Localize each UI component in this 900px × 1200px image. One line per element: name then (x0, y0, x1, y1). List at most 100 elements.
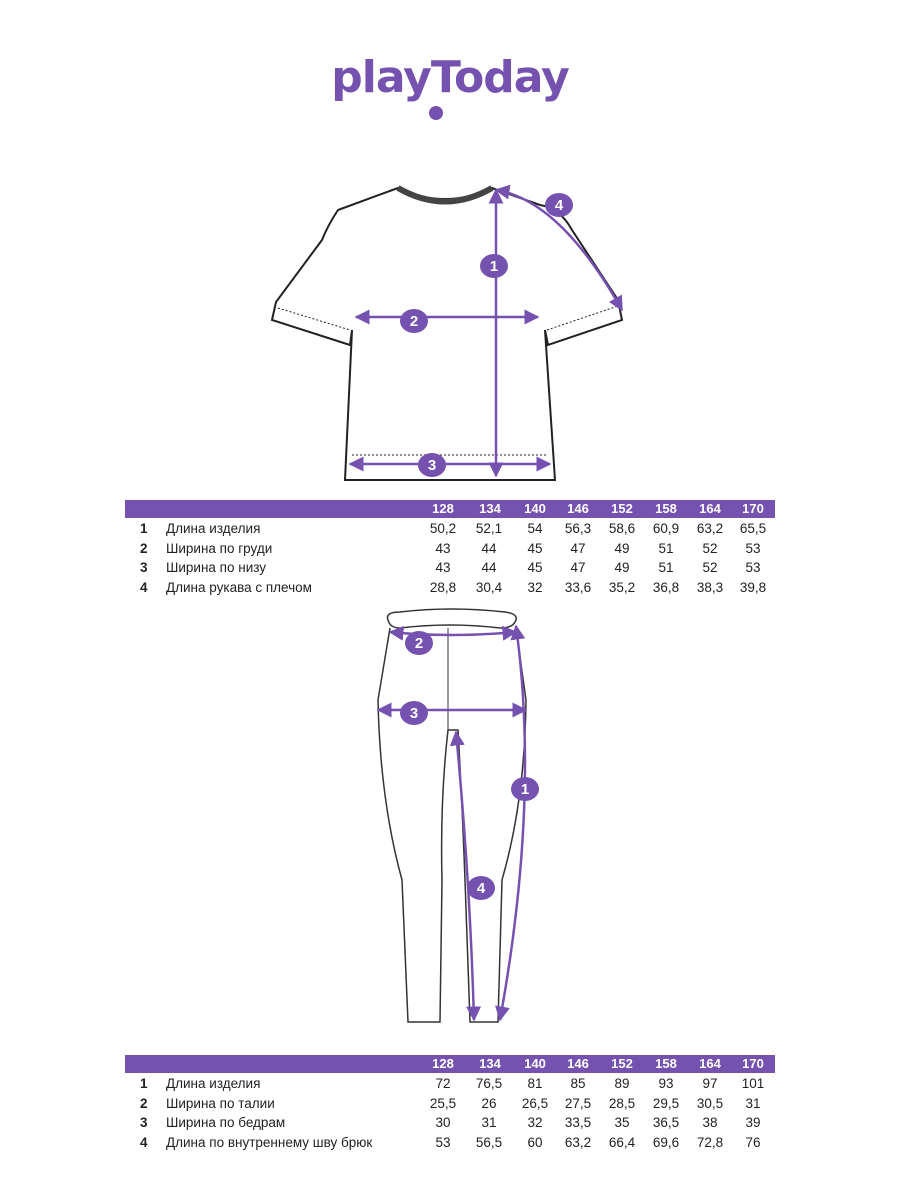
cell-value: 56,3 (564, 521, 592, 536)
tshirt-measure-lines (348, 184, 624, 478)
size-header: 170 (742, 1056, 764, 1071)
svg-text:3: 3 (428, 457, 436, 474)
cell-value: 63,2 (696, 521, 724, 536)
cell-value: 26 (481, 1095, 497, 1111)
cell-value: 69,6 (652, 1134, 680, 1150)
cell-value: 44 (481, 560, 497, 575)
cell-value: 52 (702, 540, 718, 556)
cell-value: 85 (570, 1076, 586, 1091)
cell-value: 81 (527, 1076, 543, 1091)
row-number: 3 (140, 1115, 148, 1130)
pants-marker-2: 2 (405, 631, 433, 655)
shirt-marker-3: 3 (418, 453, 446, 477)
shirt-marker-2: 2 (400, 309, 428, 333)
size-header: 128 (432, 1056, 454, 1071)
pants-marker-3: 3 (400, 701, 428, 725)
cell-value: 39 (745, 1115, 761, 1130)
leggings-drawing (377, 608, 527, 1023)
logo-dot (429, 106, 443, 120)
svg-text:4: 4 (555, 197, 564, 214)
cell-value: 47 (570, 540, 586, 556)
size-header: 164 (699, 501, 721, 516)
cell-value: 33,5 (564, 1115, 592, 1130)
cell-value: 65,5 (739, 521, 767, 536)
cell-value: 49 (614, 540, 630, 556)
cell-value: 56,5 (475, 1134, 503, 1150)
size-header: 134 (479, 501, 501, 516)
row-number: 2 (140, 1095, 148, 1111)
shirt-marker-1: 1 (480, 254, 508, 278)
leggings-measure-lines (376, 624, 528, 1022)
size-header: 146 (567, 501, 589, 516)
cell-value: 36,8 (652, 579, 680, 595)
cell-value: 66,4 (608, 1134, 636, 1150)
size-header: 146 (567, 1056, 589, 1071)
cell-value: 72 (435, 1076, 451, 1091)
pants-marker-1: 1 (511, 777, 539, 801)
cell-value: 30,5 (696, 1095, 724, 1111)
cell-value: 63,2 (564, 1134, 592, 1150)
cell-value: 27,5 (564, 1095, 592, 1111)
size-header: 152 (611, 501, 633, 516)
cell-value: 53 (435, 1134, 451, 1150)
row-number: 4 (140, 579, 148, 595)
cell-value: 45 (527, 560, 543, 575)
cell-value: 49 (614, 560, 630, 575)
row-label: Длина изделия (166, 1076, 261, 1091)
svg-text:2: 2 (410, 313, 418, 330)
cell-value: 72,8 (696, 1134, 724, 1150)
cell-value: 93 (658, 1076, 674, 1091)
cell-value: 60,9 (652, 521, 680, 536)
brand-logo: playToday (331, 52, 570, 103)
cell-value: 25,5 (429, 1095, 457, 1111)
pants-marker-4: 4 (467, 876, 495, 900)
cell-value: 53 (745, 540, 761, 556)
size-header: 140 (524, 501, 546, 516)
cell-value: 32 (527, 579, 543, 595)
cell-value: 43 (435, 560, 451, 575)
row-label: Длина изделия (166, 521, 261, 536)
row-number: 1 (140, 521, 148, 536)
size-header: 158 (655, 1056, 677, 1071)
cell-value: 31 (481, 1115, 497, 1130)
cell-value: 52,1 (475, 521, 503, 536)
cell-value: 32 (527, 1115, 543, 1130)
cell-value: 30 (435, 1115, 451, 1130)
cell-value: 60 (527, 1134, 543, 1150)
size-header: 170 (742, 501, 764, 516)
cell-value: 50,2 (429, 521, 457, 536)
cell-value: 30,4 (475, 579, 503, 595)
cell-value: 36,5 (652, 1115, 680, 1130)
cell-value: 47 (570, 560, 586, 575)
cell-value: 35 (614, 1115, 630, 1130)
cell-value: 51 (658, 560, 674, 575)
svg-text:3: 3 (410, 705, 418, 722)
cell-value: 28,8 (429, 579, 457, 595)
size-header: 140 (524, 1056, 546, 1071)
cell-value: 26,5 (521, 1095, 549, 1111)
cell-value: 76 (745, 1134, 761, 1150)
cell-value: 51 (658, 540, 674, 556)
row-label: Ширина по груди (166, 540, 273, 556)
cell-value: 53 (745, 560, 761, 575)
cell-value: 38 (702, 1115, 718, 1130)
size-header: 134 (479, 1056, 501, 1071)
row-number: 3 (140, 560, 148, 575)
cell-value: 76,5 (475, 1076, 503, 1091)
cell-value: 35,2 (608, 579, 636, 595)
shirt-marker-4: 4 (545, 193, 573, 217)
size-header: 152 (611, 1056, 633, 1071)
cell-value: 101 (741, 1076, 765, 1091)
cell-value: 58,6 (608, 521, 636, 536)
